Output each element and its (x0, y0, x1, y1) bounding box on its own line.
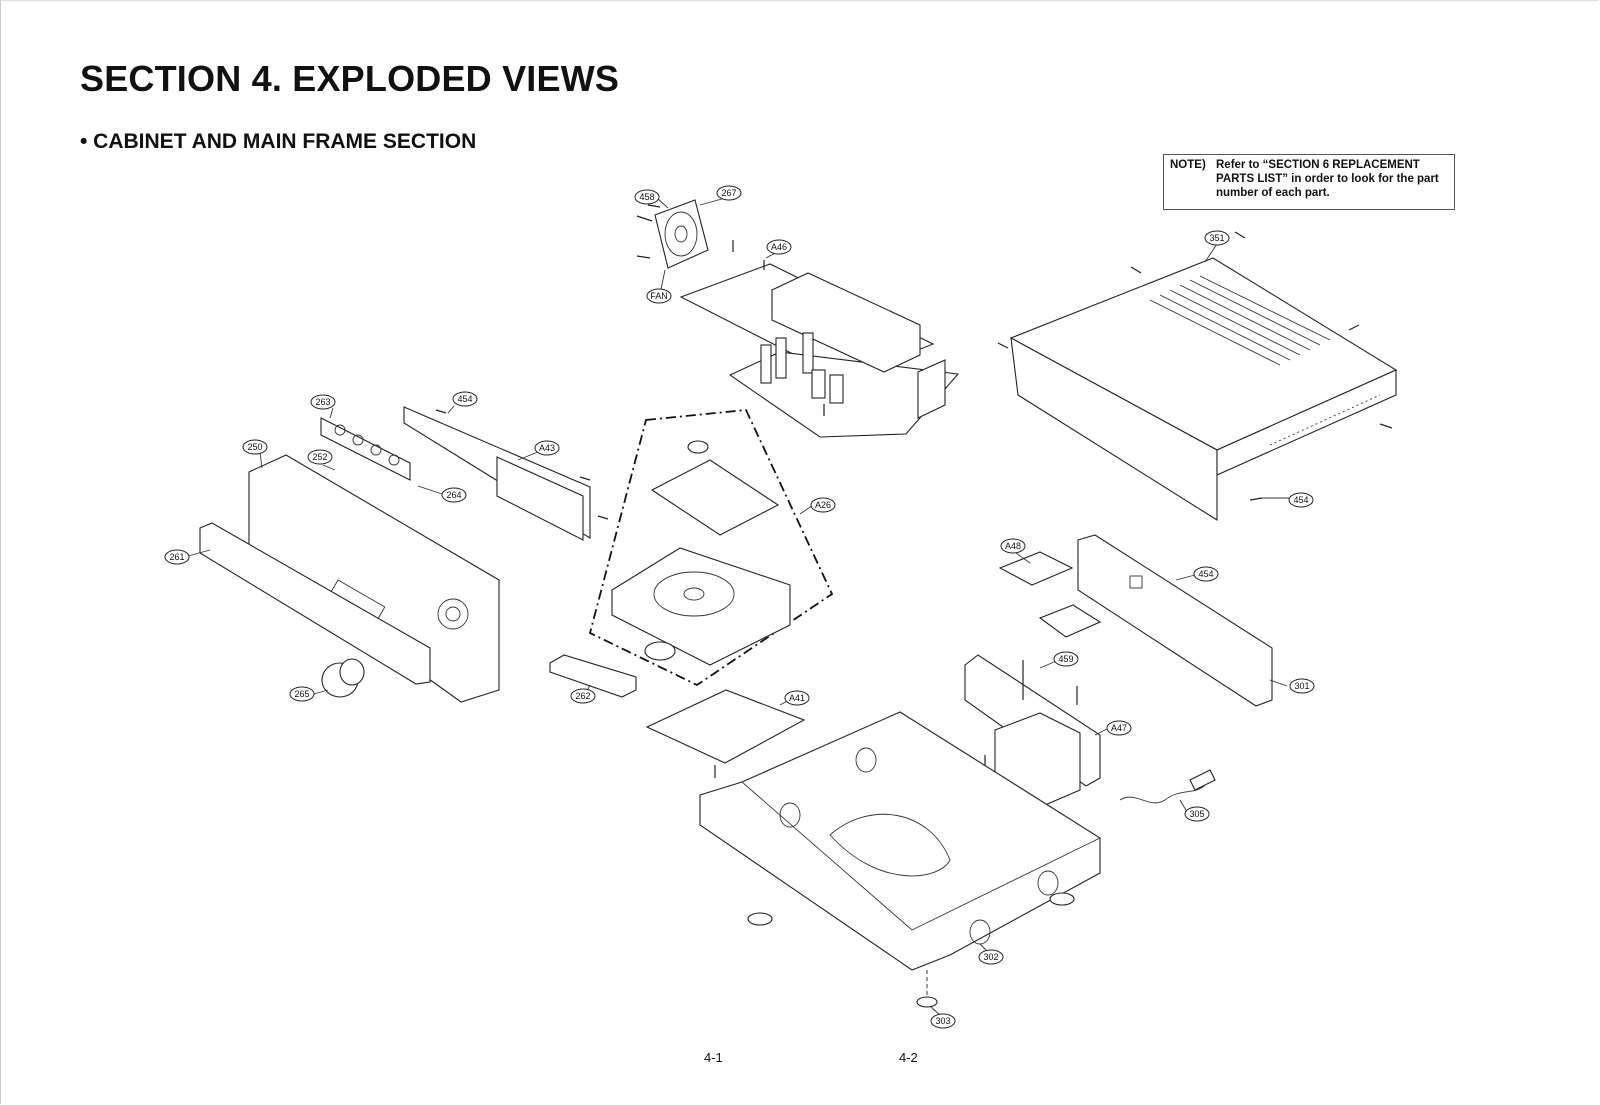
callout-263-text: 263 (315, 397, 330, 407)
rear-panel-301 (998, 534, 1273, 707)
callout-454-rear: 454 (1193, 566, 1219, 582)
callout-fan: FAN (646, 288, 672, 304)
callout-454-display-text: 454 (457, 394, 472, 404)
callout-a47-text: A47 (1111, 723, 1127, 733)
callout-454-rear-text: 454 (1198, 569, 1213, 579)
amplifier-board-a46 (679, 260, 960, 438)
page-title: SECTION 4. EXPLODED VIEWS (80, 58, 620, 99)
callout-264-text: 264 (446, 490, 461, 500)
foot-303 (916, 970, 938, 1008)
callout-458-text: 458 (639, 192, 654, 202)
note-box: NOTE) Refer to “SECTION 6 REPLACEMENT PA… (1163, 154, 1455, 210)
callout-261-text: 261 (169, 552, 184, 562)
tray-262 (549, 654, 637, 698)
callout-301-text: 301 (1294, 681, 1309, 691)
callout-459-text: 459 (1058, 654, 1073, 664)
board-a41 (645, 689, 806, 778)
callout-250-text: 250 (247, 442, 262, 452)
callout-a48: A48 (1000, 538, 1026, 554)
page-number-right: 4-2 (899, 1050, 918, 1065)
callout-303: 303 (930, 1013, 956, 1029)
callout-262: 262 (570, 688, 596, 704)
callout-303-text: 303 (935, 1016, 950, 1026)
fan-part (636, 199, 734, 269)
callout-264: 264 (441, 487, 467, 503)
section-subtitle: • CABINET AND MAIN FRAME SECTION (80, 130, 477, 153)
callout-301: 301 (1289, 678, 1315, 694)
callout-a26-text: A26 (815, 500, 831, 510)
power-cord-305 (1119, 769, 1216, 804)
callout-a46: A46 (766, 239, 792, 255)
note-label: NOTE) (1170, 159, 1206, 171)
jack-strip-263 (320, 417, 411, 481)
transformer-a47 (964, 654, 1101, 809)
callout-454-cover: 454 (1288, 492, 1314, 508)
callout-a41-text: A41 (789, 693, 805, 703)
callout-a41: A41 (784, 690, 810, 706)
callout-263: 263 (310, 394, 336, 410)
callout-454-display: 454 (452, 391, 478, 407)
callout-265-text: 265 (294, 689, 309, 699)
callout-267: 267 (716, 185, 742, 201)
callout-a47: A47 (1106, 720, 1132, 736)
note-text: Refer to “SECTION 6 REPLACEMENT PARTS LI… (1216, 159, 1439, 199)
callout-a48-text: A48 (1005, 541, 1021, 551)
callout-a46-text: A46 (771, 242, 787, 252)
callout-252-text: 252 (312, 452, 327, 462)
callout-454-cover-text: 454 (1293, 495, 1308, 505)
display-board-a43 (403, 406, 609, 541)
callout-262-text: 262 (575, 691, 590, 701)
cd-mechanism-a26 (588, 409, 834, 687)
callout-fan-text: FAN (650, 291, 668, 301)
callout-458: 458 (634, 189, 660, 205)
callout-a26: A26 (810, 497, 836, 513)
callout-250: 250 (242, 439, 268, 455)
callout-351: 351 (1204, 230, 1230, 246)
callout-351-text: 351 (1209, 233, 1224, 243)
callout-302-text: 302 (983, 952, 998, 962)
callout-459: 459 (1053, 651, 1079, 667)
top-cover-351 (997, 231, 1398, 521)
callout-305-text: 305 (1189, 809, 1204, 819)
knob-265 (321, 658, 365, 698)
callout-305: 305 (1184, 806, 1210, 822)
callout-a43-text: A43 (539, 443, 555, 453)
callout-261: 261 (164, 549, 190, 565)
page-number-left: 4-1 (704, 1050, 723, 1065)
callout-a43: A43 (534, 440, 560, 456)
callout-267-text: 267 (721, 188, 736, 198)
callout-252: 252 (307, 449, 333, 465)
callout-302: 302 (978, 949, 1004, 965)
callout-265: 265 (289, 686, 315, 702)
